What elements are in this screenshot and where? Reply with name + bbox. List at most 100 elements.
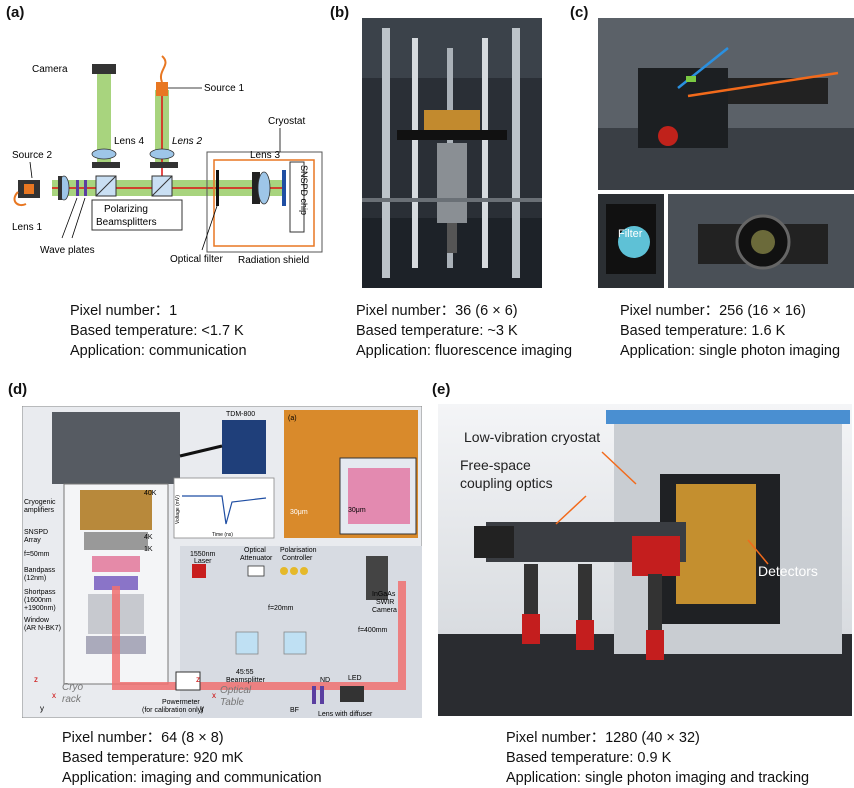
label-diffuser: Lens with diffuser xyxy=(318,711,373,718)
panel-label-b: (b) xyxy=(330,4,350,21)
label-optical-table-2: Table xyxy=(220,697,245,708)
caption-a-line-2: Based temperature: <1.7 K xyxy=(70,323,244,339)
label-axis-x-1: x xyxy=(52,691,56,700)
detector-stage xyxy=(676,484,756,604)
caption-a-line-3: Application: communication xyxy=(70,343,247,359)
label-bs-1: 45:55 xyxy=(236,669,254,676)
label-led: LED xyxy=(348,675,362,682)
label-window-2: (AR N-BK7) xyxy=(24,625,61,632)
label-inset-a: (a) xyxy=(288,415,297,422)
label-axis-z-2: z xyxy=(196,675,200,684)
caption-e-line-1: Pixel number：1280 (40 × 32) xyxy=(506,730,700,746)
panel-label-a: (a) xyxy=(6,4,25,21)
snspd-board xyxy=(424,110,480,130)
cryostat-box xyxy=(206,151,323,253)
label-bs-2: Beamsplitter xyxy=(226,677,266,684)
polctrl-icon xyxy=(280,567,288,575)
label-bf: BF xyxy=(290,707,299,714)
panel-label-e: (e) xyxy=(432,381,451,398)
panel-label-c: (c) xyxy=(570,4,589,21)
label-coupling-optics: coupling optics xyxy=(460,475,553,491)
label-lens2: Lens 2 xyxy=(172,136,202,147)
label-laser-1: 1550nm xyxy=(190,551,215,558)
led-icon xyxy=(340,686,364,702)
lens3-icon xyxy=(257,171,271,205)
beamsplitter-icon xyxy=(235,631,259,655)
label-scale-2: 30μm xyxy=(348,507,366,514)
label-1k: 1K xyxy=(144,546,153,553)
label-lens3: Lens 3 xyxy=(250,150,280,161)
label-laser-2: Laser xyxy=(194,558,212,565)
label-optical-table-1: Optical xyxy=(220,685,252,696)
label-snspd-1: SNSPD xyxy=(24,529,48,536)
caption-e: Pixel number：1280 (40 × 32) Based temper… xyxy=(506,728,809,788)
label-shortpass-1: Shortpass xyxy=(24,589,56,596)
label-lens1: Lens 1 xyxy=(12,222,42,233)
label-source1: Source 1 xyxy=(204,83,244,94)
label-f400: f=400mm xyxy=(358,627,388,634)
caption-e-line-3: Application: single photon imaging and t… xyxy=(506,770,810,786)
cryostat-lid xyxy=(606,410,850,424)
caption-b: Pixel number：36 (6 × 6) Based temperatur… xyxy=(356,301,572,361)
caption-d-line-3: Application: imaging and communication xyxy=(62,770,322,786)
label-40k: 40K xyxy=(144,490,157,497)
panel-d-setup: 40K 4K 1K Cryogenic amplifiers SNSPD Arr… xyxy=(22,406,422,718)
panel-b-photo xyxy=(362,18,542,288)
label-lens4: Lens 4 xyxy=(114,136,144,147)
panel-c-photo-top xyxy=(598,18,854,190)
label-radiation-shield: Radiation shield xyxy=(238,255,309,266)
label-window-1: Window xyxy=(24,617,50,624)
label-bandpass-1: Bandpass xyxy=(24,567,56,574)
label-polctrl-2: Controller xyxy=(282,555,313,562)
lens2-icon xyxy=(149,148,175,160)
label-4k: 4K xyxy=(144,534,153,541)
label-camera-3: Camera xyxy=(372,607,397,614)
lens4-icon xyxy=(91,148,117,160)
label-shortpass-3: +1900nm) xyxy=(24,605,56,612)
caption-c-line-3: Application: single photon imaging xyxy=(620,343,841,359)
label-cryo-rack-1: Cryo xyxy=(62,682,84,693)
caption-d-line-1: Pixel number：64 (8 × 8) xyxy=(62,730,224,746)
label-optical-filter: Optical filter xyxy=(170,254,223,265)
caption-a: Pixel number：1 Based temperature: <1.7 K… xyxy=(70,301,247,361)
panel-c-photo-optics xyxy=(668,194,854,288)
caption-e-line-2: Based temperature: 0.9 K xyxy=(506,750,672,766)
caption-b-line-1: Pixel number：36 (6 × 6) xyxy=(356,303,518,319)
label-pbs-1: Polarizing xyxy=(104,204,148,215)
label-shortpass-2: (1600nm xyxy=(24,597,52,604)
label-snspd-chip: SNSPD chip xyxy=(299,165,309,215)
caption-b-line-3: Application: fluorescence imaging xyxy=(356,343,573,359)
label-plot-ylabel: Voltage (mV) xyxy=(175,495,181,524)
snspd-chip-icon xyxy=(282,170,286,206)
label-plot-xlabel: Time (ns) xyxy=(212,532,233,538)
label-axis-z-1: z xyxy=(34,675,38,684)
caption-a-line-1: Pixel number：1 xyxy=(70,303,178,319)
radiation-shield xyxy=(213,159,315,247)
label-low-vibration-cryostat: Low-vibration cryostat xyxy=(464,429,600,445)
panel-label-d: (d) xyxy=(8,381,28,398)
label-polctrl-1: Polarisation xyxy=(280,547,317,554)
camera-icon xyxy=(92,64,116,74)
label-cryostat: Cryostat xyxy=(268,116,305,127)
label-camera: Camera xyxy=(32,64,68,75)
label-nd: ND xyxy=(320,677,330,684)
camera-icon xyxy=(366,556,388,600)
cryostat-top xyxy=(52,412,180,484)
label-cryo-amps-2: amplifiers xyxy=(24,507,54,514)
powermeter-icon xyxy=(175,671,201,691)
optical-filter xyxy=(216,170,219,206)
label-camera-1: InGaAs xyxy=(372,591,396,598)
label-cryo-amps-1: Cryogenic xyxy=(24,499,56,506)
label-axis-x-2: x xyxy=(212,691,216,700)
label-f20: f=20mm xyxy=(268,605,294,612)
caption-d: Pixel number：64 (8 × 8) Based temperatur… xyxy=(62,728,322,788)
caption-c: Pixel number：256 (16 × 16) Based tempera… xyxy=(620,301,840,361)
label-scale-1: 30μm xyxy=(290,509,308,516)
panel-c-photo-filter: Filter xyxy=(598,194,664,288)
label-bandpass-2: (12nm) xyxy=(24,575,46,582)
label-axis-y-2: y xyxy=(200,704,204,713)
label-f50: f=50mm xyxy=(24,551,50,558)
label-filter: Filter xyxy=(618,228,643,240)
caption-d-line-2: Based temperature: 920 mK xyxy=(62,750,244,766)
label-axis-y-1: y xyxy=(40,704,44,713)
